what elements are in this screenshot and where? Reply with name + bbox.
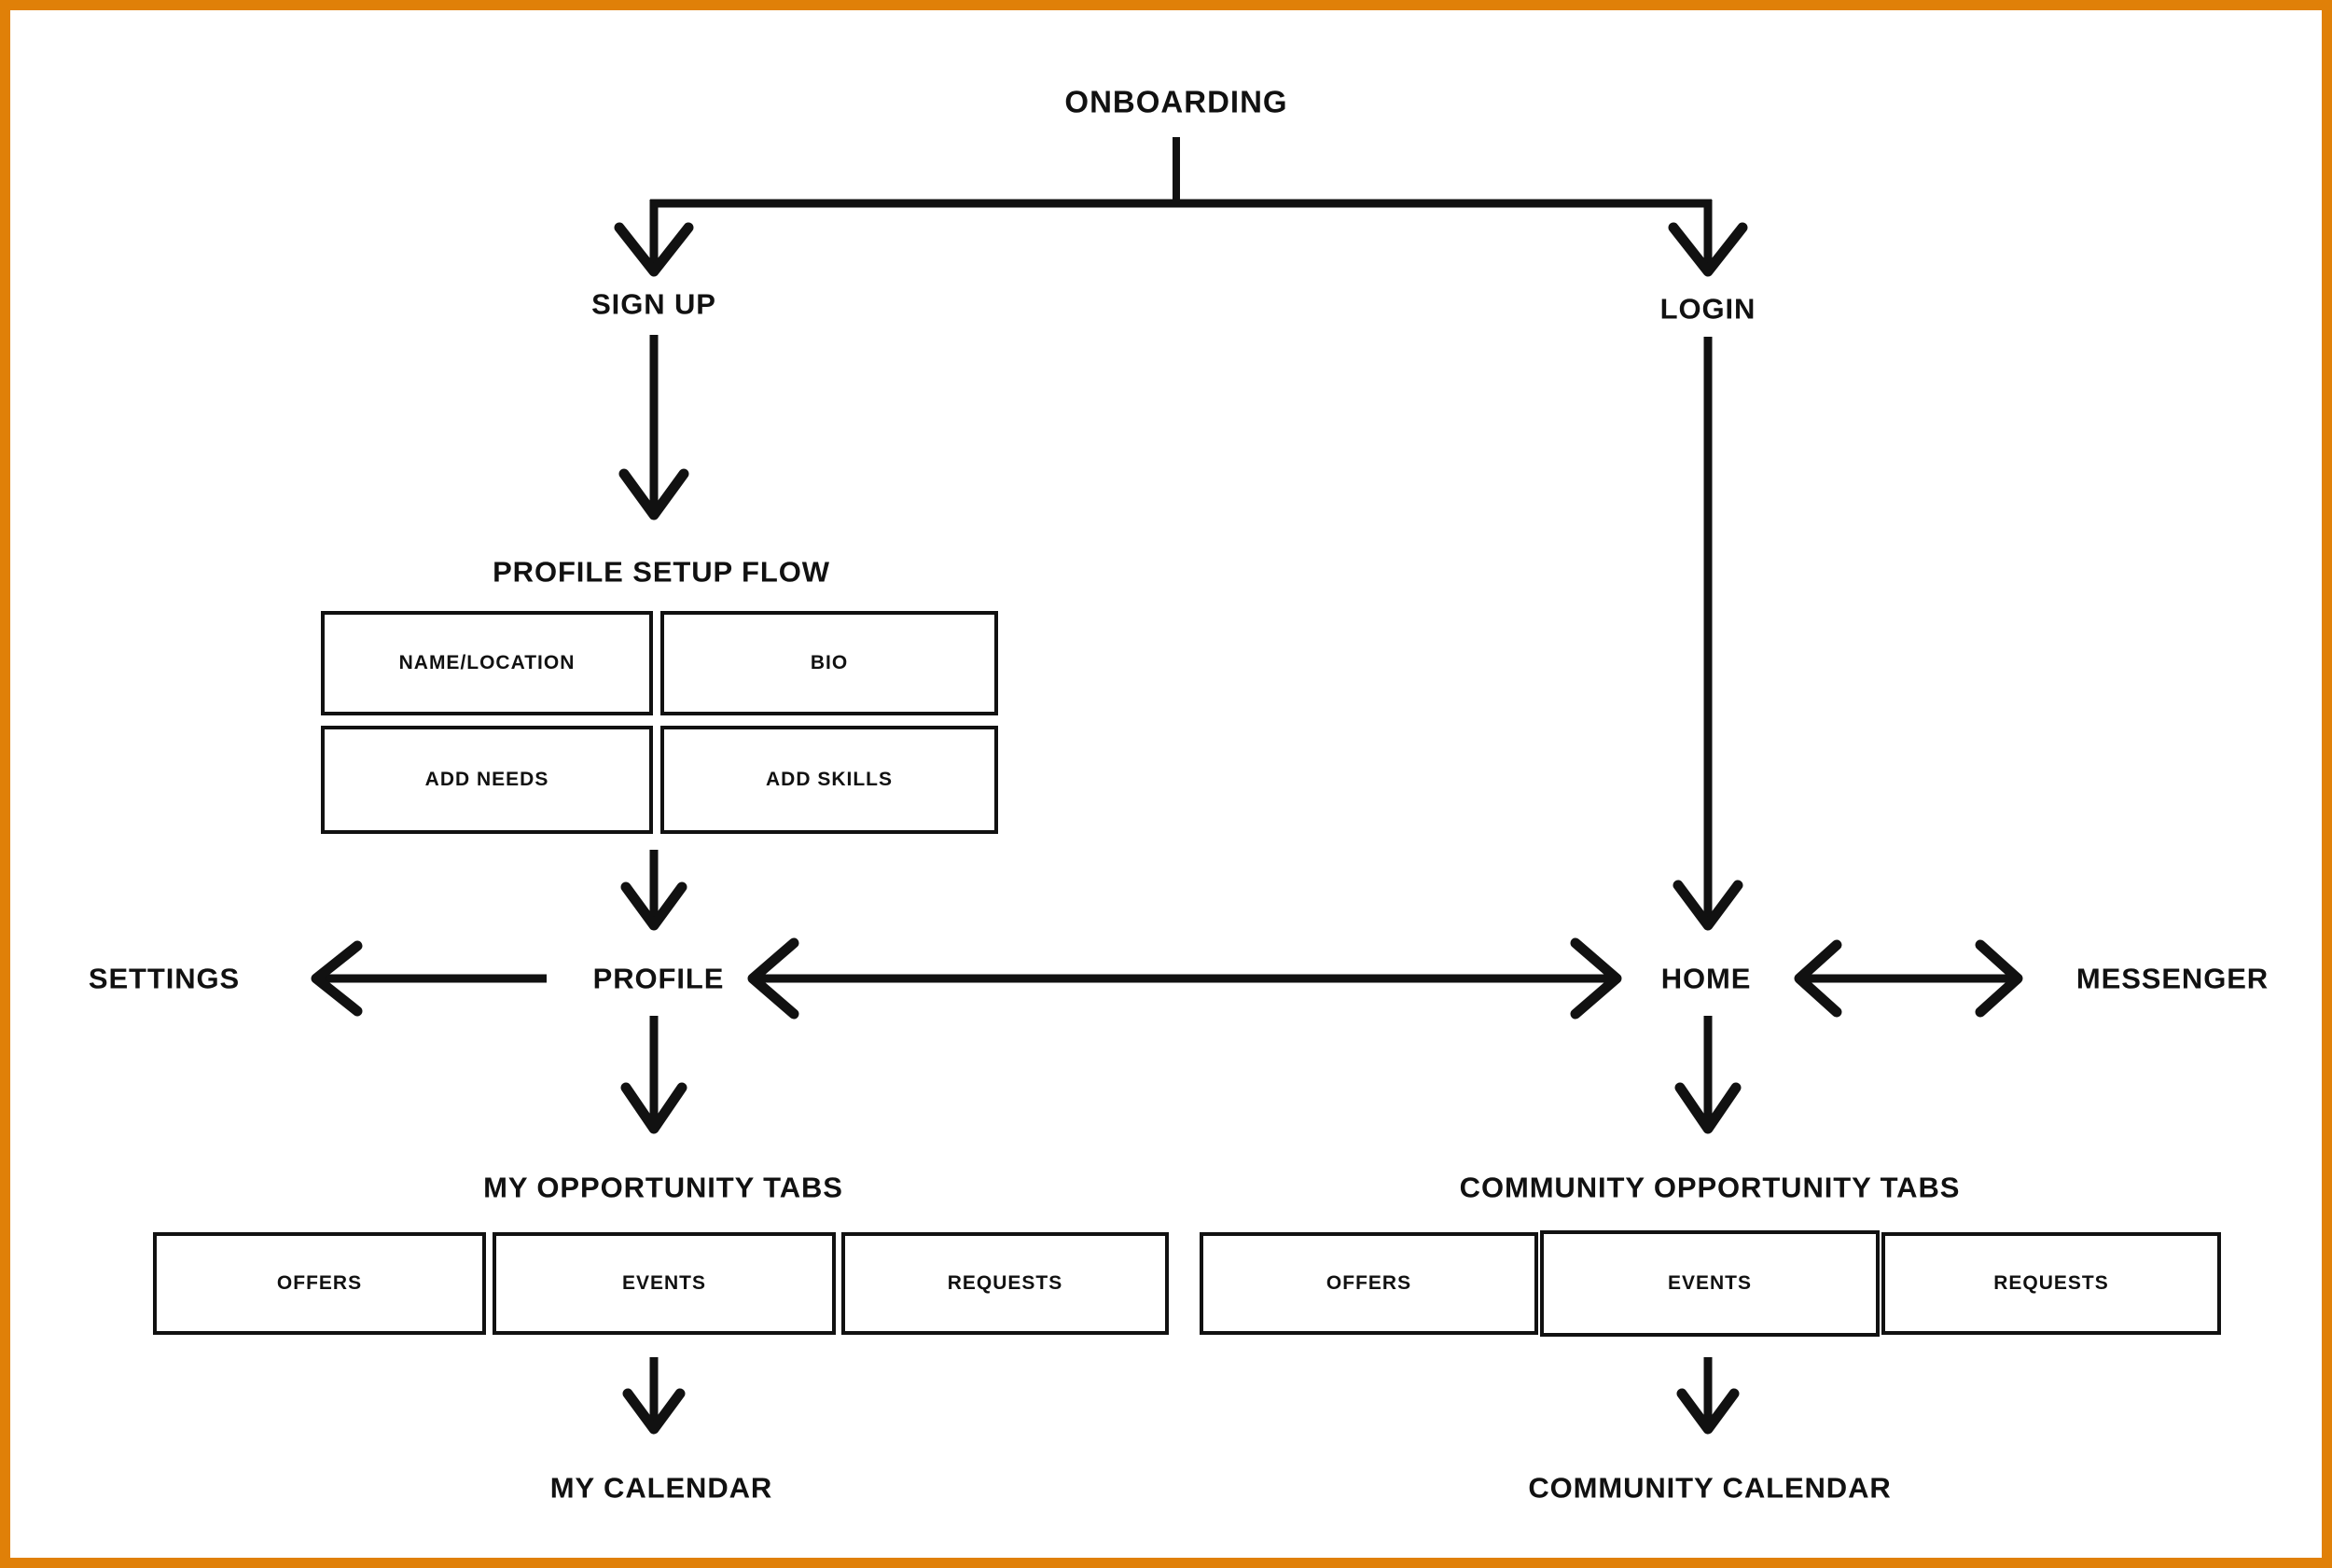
node-settings[interactable]: SETTINGS: [88, 962, 241, 995]
node-my-calendar[interactable]: MY CALENDAR: [549, 1471, 773, 1505]
profile-setup-box-bio[interactable]: BIO: [660, 611, 998, 715]
node-community-opportunity-tabs: COMMUNITY OPPORTUNITY TABS: [1459, 1171, 1961, 1204]
my-opportunity-tab-label: EVENTS: [621, 1272, 707, 1294]
connector-profile-to-settings: [311, 940, 547, 1017]
my-opportunity-tab-events[interactable]: EVENTS: [493, 1232, 836, 1335]
connector-profile-to-my-tabs: [620, 1016, 687, 1134]
node-profile[interactable]: PROFILE: [592, 962, 725, 995]
community-opportunity-tab-label: EVENTS: [1667, 1272, 1753, 1294]
connector-login-to-home: [1673, 337, 1743, 931]
profile-setup-box-add-needs[interactable]: ADD NEEDS: [321, 726, 653, 834]
node-login[interactable]: LOGIN: [1659, 292, 1756, 326]
connector-split-to-login: [1668, 200, 1748, 277]
connector-layer: .ln { stroke: #111111; fill: none; strok…: [311, 137, 2023, 1435]
connector-my-tabs-to-my-calendar: [622, 1357, 686, 1435]
connector-split-to-sign-up: [614, 200, 694, 277]
connector-sign-up-to-profile-setup: [618, 335, 689, 520]
node-messenger[interactable]: MESSENGER: [2075, 962, 2270, 995]
connector-profile-setup-to-profile: [620, 850, 687, 931]
node-profile-setup-flow: PROFILE SETUP FLOW: [493, 555, 830, 589]
node-home[interactable]: HOME: [1660, 962, 1752, 995]
my-opportunity-tab-offers[interactable]: OFFERS: [153, 1232, 486, 1335]
profile-setup-box-label: ADD NEEDS: [424, 769, 549, 790]
community-opportunity-tab-events[interactable]: EVENTS: [1540, 1230, 1880, 1337]
connector-home-messenger-link: [1794, 939, 2023, 1018]
node-community-calendar[interactable]: COMMUNITY CALENDAR: [1528, 1471, 1892, 1505]
node-onboarding[interactable]: ONBOARDING: [1064, 84, 1288, 119]
profile-setup-box-add-skills[interactable]: ADD SKILLS: [660, 726, 998, 834]
community-opportunity-tab-requests[interactable]: REQUESTS: [1881, 1232, 2221, 1335]
my-opportunity-tab-label: REQUESTS: [947, 1272, 1063, 1294]
node-sign-up[interactable]: SIGN UP: [591, 287, 716, 321]
my-opportunity-tab-requests[interactable]: REQUESTS: [841, 1232, 1169, 1335]
profile-setup-box-label: NAME/LOCATION: [398, 652, 576, 673]
node-my-opportunity-tabs: MY OPPORTUNITY TABS: [483, 1171, 843, 1204]
connector-home-to-community-tabs: [1674, 1016, 1742, 1134]
profile-setup-box-name-location[interactable]: NAME/LOCATION: [321, 611, 653, 715]
community-opportunity-tab-label: OFFERS: [1326, 1272, 1412, 1294]
connector-profile-home-link: [747, 937, 1622, 1020]
profile-setup-box-label: ADD SKILLS: [766, 769, 893, 790]
profile-setup-box-label: BIO: [810, 652, 849, 673]
my-opportunity-tab-label: OFFERS: [276, 1272, 363, 1294]
connector-community-tabs-to-community-calendar: [1676, 1357, 1740, 1435]
community-opportunity-tab-label: REQUESTS: [1993, 1272, 2109, 1294]
community-opportunity-tab-offers[interactable]: OFFERS: [1200, 1232, 1538, 1335]
